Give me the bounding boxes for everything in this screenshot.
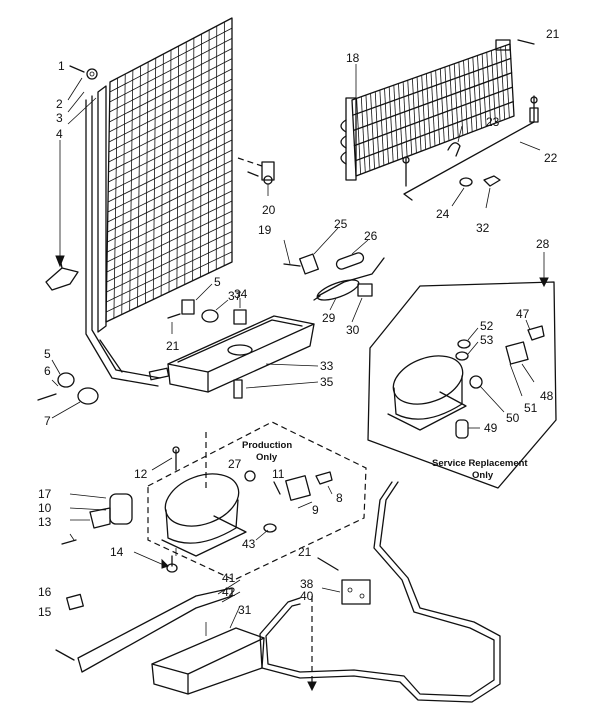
callout-47: 47 xyxy=(516,307,530,321)
callout-9: 9 xyxy=(312,503,319,517)
callout-42: 42 xyxy=(222,585,236,599)
callout-12: 12 xyxy=(134,467,148,481)
callout-16: 16 xyxy=(38,585,52,599)
fan-bracket xyxy=(167,299,219,323)
callout-52: 52 xyxy=(480,319,494,333)
capacitor-bracket xyxy=(61,493,133,545)
callout-35: 35 xyxy=(320,375,334,389)
callout-18: 18 xyxy=(346,51,360,65)
callout-51: 51 xyxy=(524,401,538,415)
callout-41: 41 xyxy=(222,571,236,585)
drain-pan xyxy=(167,315,315,399)
callout-21-mid: 21 xyxy=(166,339,180,353)
callout-25: 25 xyxy=(334,217,348,231)
service-note-line2: Only xyxy=(472,470,494,481)
callout-40: 40 xyxy=(300,589,314,603)
callout-33: 33 xyxy=(320,359,334,373)
callout-13: 13 xyxy=(38,515,52,529)
callout-17: 17 xyxy=(38,487,52,501)
callout-1: 1 xyxy=(58,59,65,73)
callout-22: 22 xyxy=(544,151,558,165)
production-note-line2: Only xyxy=(256,452,278,463)
callout-15: 15 xyxy=(38,605,52,619)
callout-7: 7 xyxy=(44,414,51,428)
terminal-block xyxy=(341,579,371,605)
callout-14: 14 xyxy=(110,545,124,559)
callout-4: 4 xyxy=(56,127,63,141)
callout-48: 48 xyxy=(540,389,554,403)
callout-21-bottom: 21 xyxy=(298,545,312,559)
callout-49: 49 xyxy=(484,421,498,435)
callout-50: 50 xyxy=(506,411,520,425)
callout-27: 27 xyxy=(228,457,242,471)
callout-21-top: 21 xyxy=(546,27,560,41)
production-note-line1: Production xyxy=(242,440,292,451)
callout-3: 3 xyxy=(56,111,63,125)
callout-30: 30 xyxy=(346,323,360,337)
callout-6: 6 xyxy=(44,364,51,378)
callout-29: 29 xyxy=(322,311,336,325)
mounting-screw xyxy=(69,65,98,80)
compressor-service xyxy=(387,355,467,431)
callout-26: 26 xyxy=(364,229,378,243)
fan-motor-mount xyxy=(37,372,99,405)
callout-43: 43 xyxy=(242,537,256,551)
callout-34: 34 xyxy=(234,287,248,301)
callout-38: 38 xyxy=(300,577,314,591)
condenser-coil xyxy=(85,17,233,387)
callout-32: 32 xyxy=(476,221,490,235)
callout-19: 19 xyxy=(258,223,272,237)
condenser-clip xyxy=(261,161,275,196)
callout-11: 11 xyxy=(272,467,285,481)
callout-5-lower: 5 xyxy=(44,347,51,361)
drier-assembly xyxy=(283,252,385,301)
callout-24: 24 xyxy=(436,207,450,221)
callout-2: 2 xyxy=(56,97,63,111)
service-note-line1: Service Replacement xyxy=(432,458,528,469)
callout-10: 10 xyxy=(38,501,52,515)
evaporator-coil xyxy=(340,39,515,181)
callout-8: 8 xyxy=(336,491,343,505)
callout-5-upper: 5 xyxy=(214,275,221,289)
compressor-production xyxy=(161,473,247,557)
callout-37: 37 xyxy=(228,289,242,303)
callout-31: 31 xyxy=(238,603,252,617)
grid-bracket xyxy=(45,257,79,291)
condensing-pan xyxy=(151,627,265,695)
callout-20: 20 xyxy=(262,203,276,217)
callout-23: 23 xyxy=(486,115,500,129)
callout-53: 53 xyxy=(480,333,494,347)
callout-28: 28 xyxy=(536,237,550,251)
